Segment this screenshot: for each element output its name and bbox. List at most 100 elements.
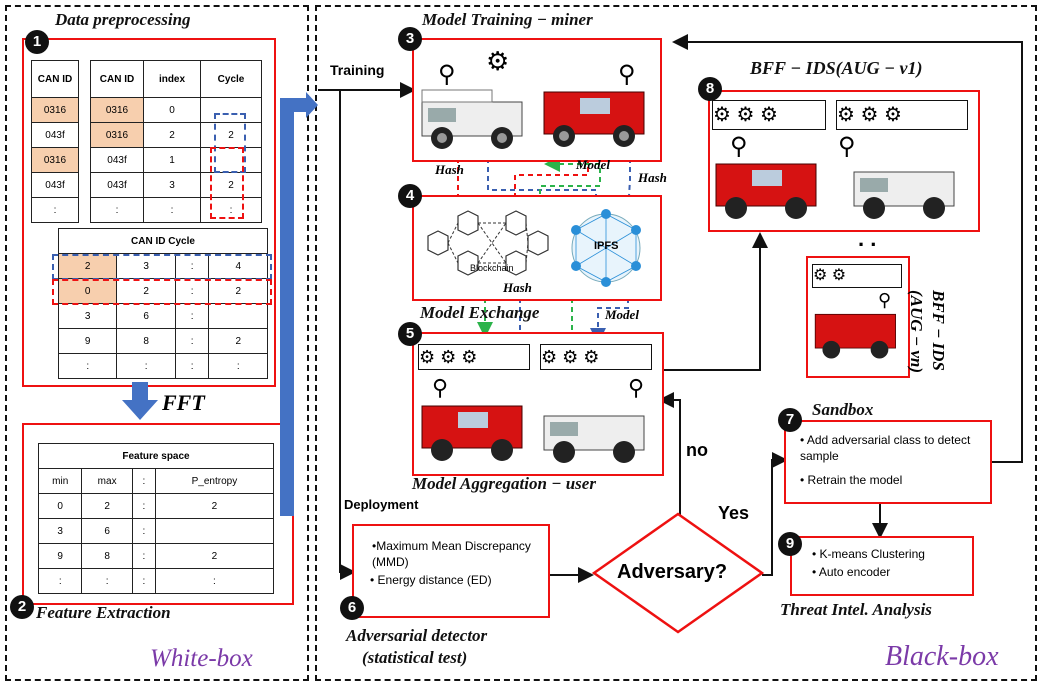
black-box-label: Black-box [885,641,999,672]
adversary-diamond [591,512,765,634]
hash-label: Hash [435,162,464,177]
sandbox-box [784,420,992,504]
table-cell: : [131,493,156,519]
table-cell: : [81,568,133,594]
badge-6: 6 [340,596,364,620]
model-exchange-title: Model Exchange [420,303,540,322]
key-icon: ⚲ [628,375,645,400]
model-icons-strip: ⚙ ⚙ [812,264,902,288]
table-cell: 0 [143,97,201,123]
adversarial-detector-box [352,524,550,618]
feature-extraction-title: Feature Extraction [36,603,171,622]
white-box-region [5,5,309,681]
badge-1: 1 [25,30,49,54]
badge-2: 2 [10,595,34,619]
cycle-highlight-blue [214,113,246,173]
model-training-title: Model Training − miner [422,10,593,29]
table-cell: : [131,543,156,569]
key-icon: ⚲ [838,133,856,160]
table-header: min [37,468,83,494]
table-cell: 2 [200,122,262,148]
sandbox-bullet-add: • Add adversarial class to detect sample [800,433,971,463]
table-cell: : [154,568,275,594]
sandbox-title: Sandbox [812,400,874,419]
hash-label: Hash [503,280,532,295]
table-cell: 043f [90,172,144,198]
table-cell: 0 [57,278,118,304]
badge-3: 3 [398,27,422,51]
bff-vn-title-line2: (AUG − vn) [907,290,926,374]
ellipsis: . . [858,226,877,251]
model-icons-strip: ⚙ ⚙ ⚙ [712,100,826,130]
badge-5: 5 [398,322,422,346]
detector-bullet-ed: • Energy distance (ED) [370,573,492,587]
data-preprocessing-title: Data preprocessing [55,10,191,29]
can-id-table: CAN ID 0316 043f 0316 043f : [31,60,79,223]
model-label: Model [605,307,639,322]
ipfs-graphic [571,209,641,287]
truck-white [853,171,955,219]
threat-intel-caption: Threat Intel. Analysis [780,600,932,619]
threat-bullet-kmeans: • K-means Clustering [812,547,925,561]
table-header: : [131,468,156,494]
flow-arrow-blue [280,92,318,516]
fft-arrow [122,382,158,420]
key-icon: ⚲ [878,290,892,310]
table-cell: 0316 [31,147,79,173]
badge-7: 7 [778,408,802,432]
badge-4: 4 [398,184,422,208]
blockchain-graphic [427,210,549,276]
table-cell: 0 [37,493,83,519]
hash-label: Hash [638,170,667,185]
threat-intel-box [790,536,974,596]
table-header: index [143,60,201,98]
table-header: max [81,468,133,494]
model-label: Model [576,157,610,172]
table-cell: : [116,353,176,379]
truck-red [814,313,896,359]
badge-8: 8 [698,77,722,101]
table-cell: 0316 [90,122,144,148]
detector-bullet-mmd: •Maximum Mean Discrepancy (MMD) [372,539,531,569]
table-cell: : [31,197,79,223]
table-cell: 0316 [31,97,79,123]
model-icons-strip: ⚙ ⚙ ⚙ [540,344,652,370]
table-cell: 2 [81,493,133,519]
table-cell: 9 [37,543,83,569]
truck-red [715,163,817,219]
table-cell: 2 [143,122,201,148]
ipfs-label: IPFS [594,240,619,252]
adversary-decision-text: Adversary? [617,561,728,583]
table-cell: 2 [116,278,176,304]
bff-v1-title: BFF − IDS(AUG − v1) [750,58,923,78]
table-header: CAN ID [90,60,144,98]
table-cell: 0316 [90,97,144,123]
decision-yes-label: Yes [718,503,750,523]
white-box-label: White-box [150,645,253,672]
table-cell: : [57,353,118,379]
deployment-label: Deployment [344,497,419,512]
cycle-highlight-red [210,147,244,219]
table-cell: : [37,568,83,594]
decision-no-label: no [686,440,708,460]
model-icons-strip: ⚙ ⚙ ⚙ [836,100,968,130]
brain-icon: ⚙ [486,46,510,76]
model-icons-strip: ⚙ ⚙ ⚙ [418,344,530,370]
table-cell: 043f [31,122,79,148]
fft-label: FFT [162,390,205,415]
truck-red [421,405,523,461]
bff-vn-title-line1: BFF − IDS [929,290,948,371]
black-box-region [315,5,1037,681]
blockchain-label: Blockchain [470,263,514,273]
truck-red [543,91,645,147]
table-cell: : [174,303,210,329]
key-icon: ⚲ [438,61,456,88]
detector-caption-sub: (statistical test) [362,648,468,667]
key-icon: ⚲ [432,375,449,400]
table-header: P_entropy [154,468,275,494]
table-cell [200,97,262,123]
truck-white [543,415,645,463]
